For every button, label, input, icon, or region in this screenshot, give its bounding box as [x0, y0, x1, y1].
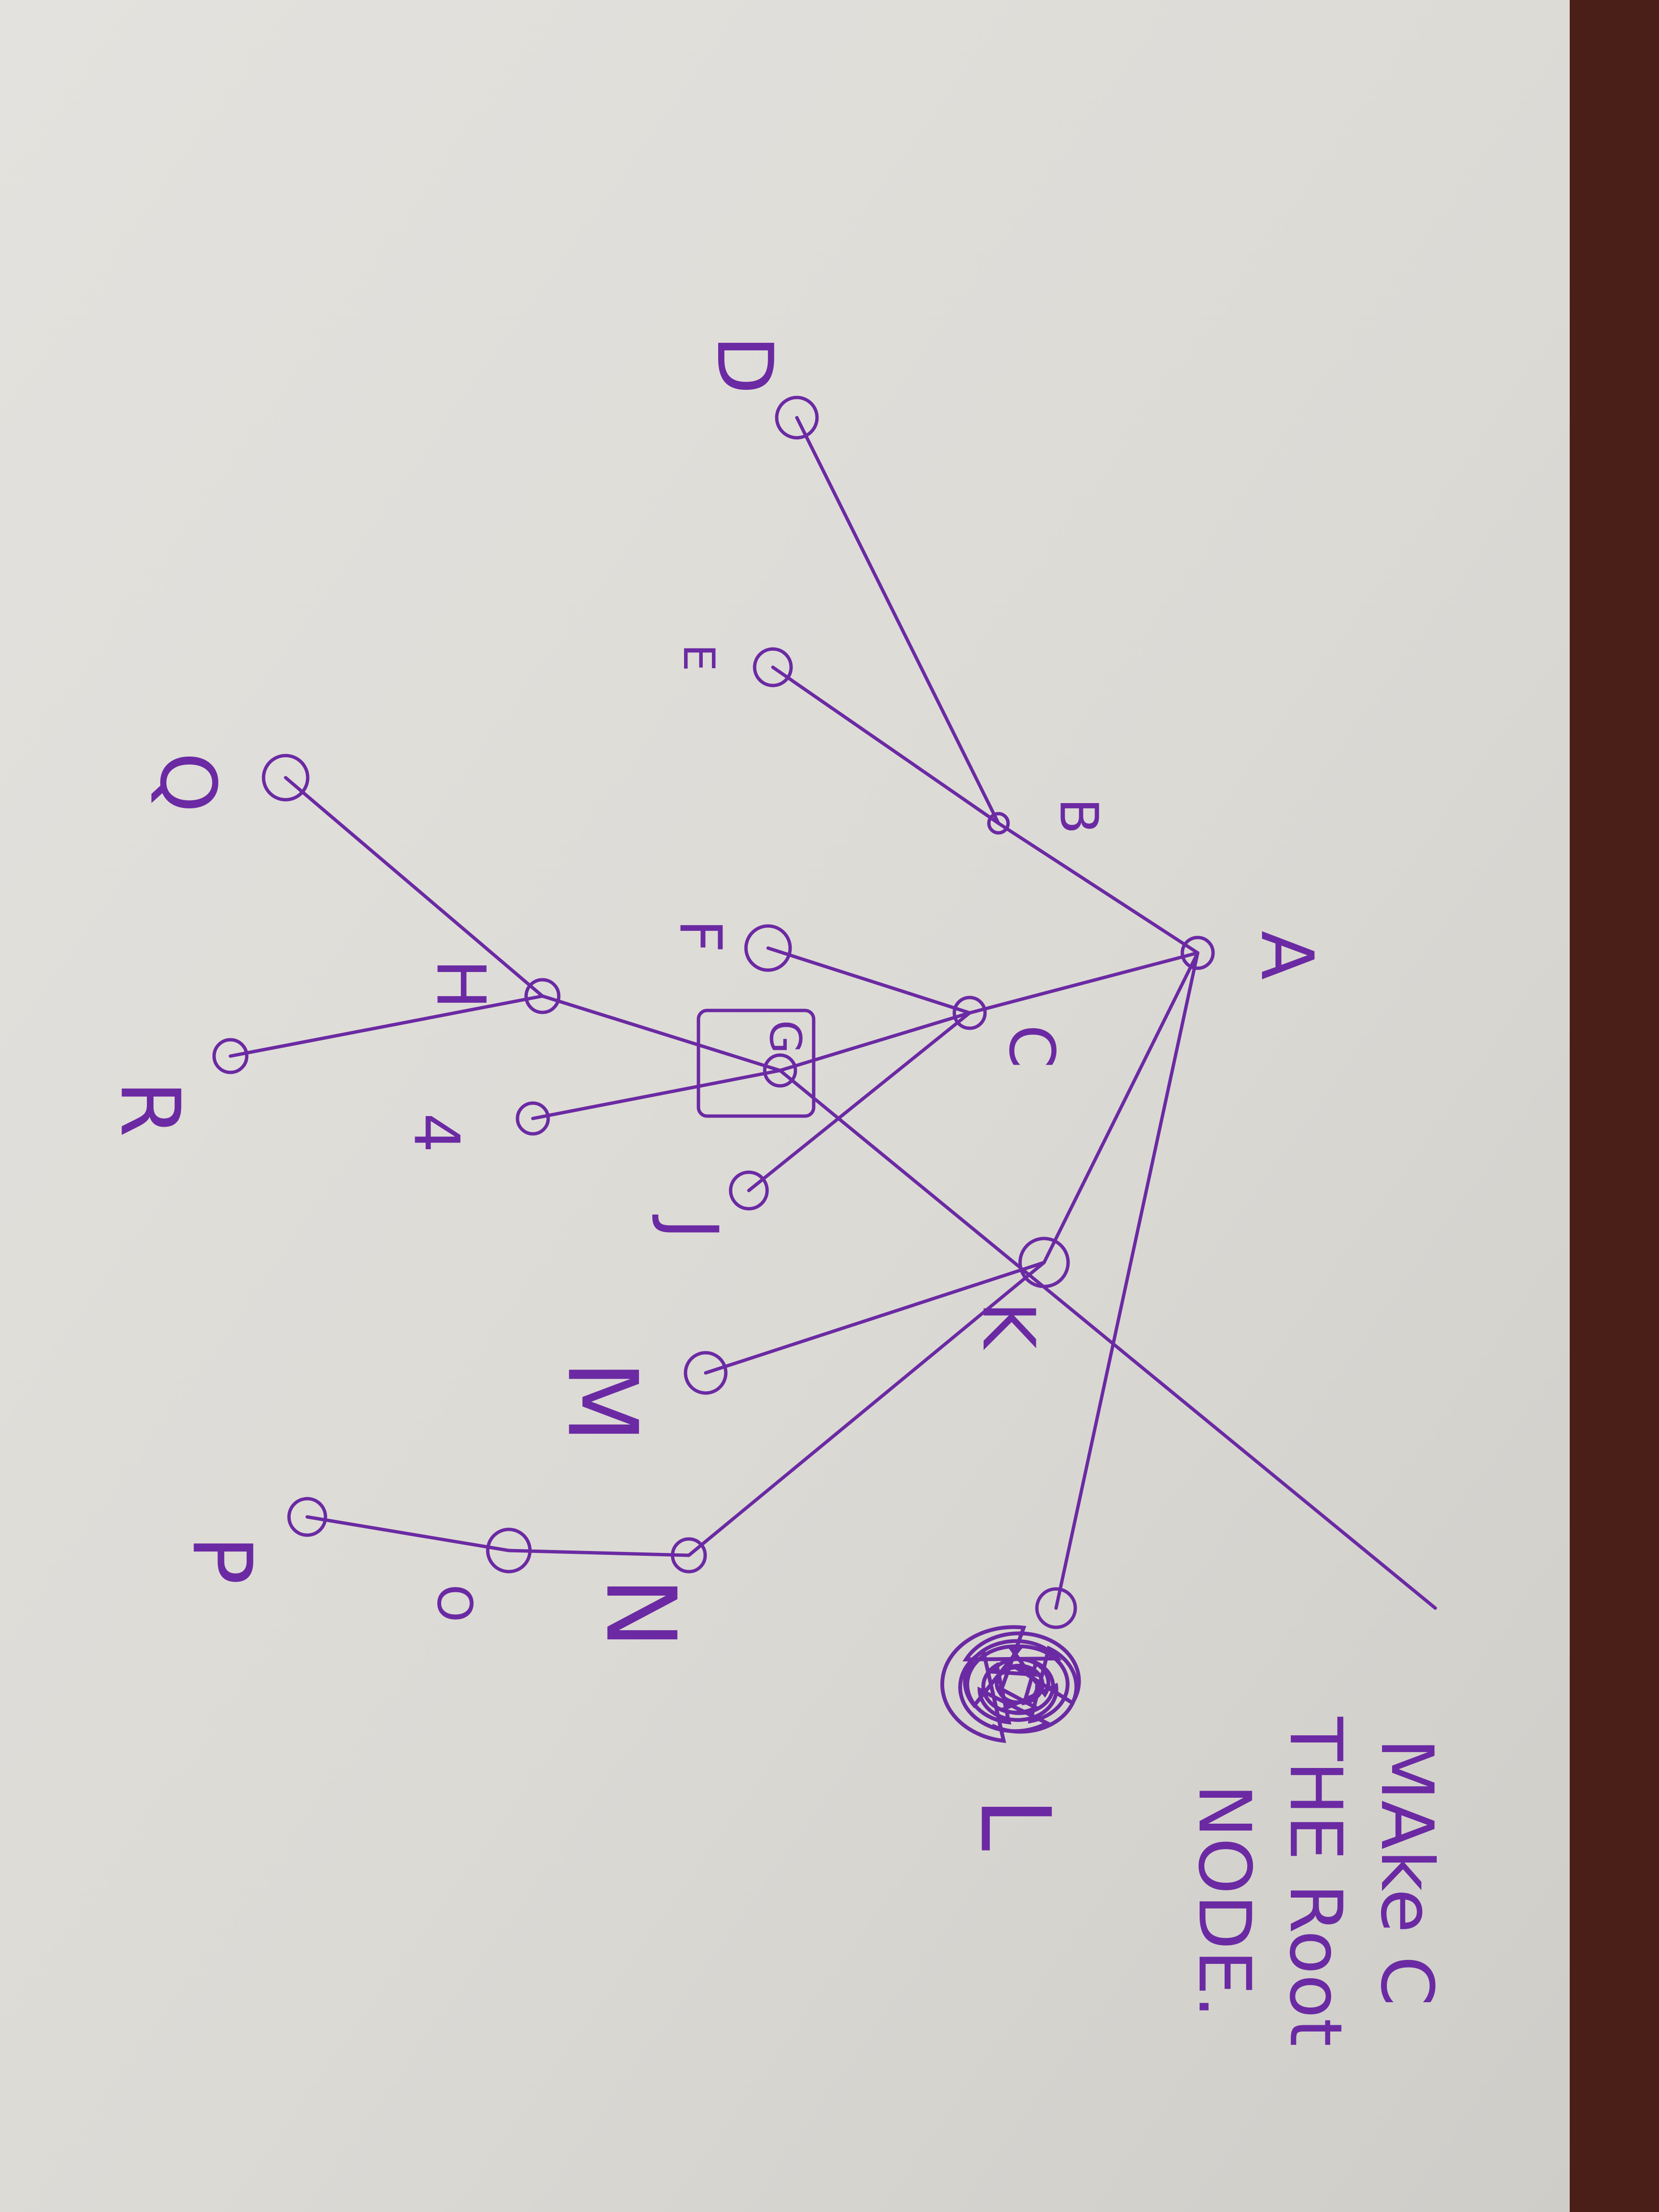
note-line-2: THE Root [1274, 1717, 1357, 2047]
node-n [671, 1537, 707, 1574]
node-i [516, 1101, 550, 1136]
node-h [524, 978, 561, 1014]
node-label-j: J [649, 1214, 733, 1239]
edge-o-p [305, 1515, 511, 1552]
node-q [262, 754, 310, 802]
node-g [763, 1053, 797, 1088]
edge-g-h [541, 994, 782, 1072]
paper-sheet [0, 0, 1570, 2212]
edge-b-d [795, 416, 1000, 825]
node-j [729, 1170, 769, 1211]
node-label-i: 4 [400, 1113, 473, 1153]
edges-layer [228, 416, 1437, 1610]
node-r [212, 1038, 249, 1074]
node-l [1035, 1587, 1077, 1629]
note-line-3: NODE. [1182, 1784, 1266, 2018]
node-label-m: M [546, 1360, 658, 1443]
edge-a-b [997, 821, 1200, 955]
edge-c-j [747, 1011, 972, 1192]
stroke-extension [778, 1069, 1437, 1610]
node-k [1018, 1237, 1070, 1288]
edge-k-m [704, 1261, 1046, 1375]
edge-a-c [968, 951, 1200, 1015]
node-label-d: D [700, 335, 790, 394]
node-label-p: P [174, 1536, 269, 1585]
desk-edge [1570, 0, 1659, 2212]
scribbled-node [940, 1625, 1081, 1743]
node-b [987, 812, 1010, 835]
node-label-o: O [427, 1585, 483, 1623]
node-label-r: R [102, 1081, 197, 1137]
node-label-n: N [584, 1577, 696, 1649]
highlight-box-g [697, 1009, 816, 1118]
node-d [775, 396, 819, 440]
edge-n-o [507, 1549, 691, 1557]
edge-h-q [284, 776, 544, 998]
edge-h-r [228, 994, 544, 1058]
node-label-k: K [966, 1301, 1050, 1350]
note-line-1: MAke C [1365, 1738, 1448, 2006]
edge-g-i [531, 1069, 782, 1120]
node-p [287, 1497, 327, 1537]
edge-b-e [771, 665, 1000, 825]
node-label-c: C [995, 1025, 1068, 1069]
node-o [486, 1527, 532, 1574]
node-e [753, 647, 793, 687]
node-label-a: A [1245, 931, 1328, 980]
node-label-l: L [959, 1797, 1070, 1851]
node-f [744, 924, 792, 972]
edge-c-f [766, 946, 972, 1015]
edge-c-g [778, 1011, 972, 1072]
node-c [952, 996, 987, 1030]
node-label-q: Q [143, 752, 233, 813]
node-a [1180, 936, 1215, 970]
node-m [684, 1351, 728, 1395]
edge-a-l [1054, 951, 1200, 1610]
node-label-e: E [673, 644, 724, 672]
node-label-b: B [1048, 798, 1110, 834]
node-label-g: G [760, 1020, 810, 1054]
node-label-h: H [421, 959, 499, 1009]
edge-k-n [687, 1261, 1046, 1557]
edge-a-k [1042, 951, 1200, 1264]
node-label-f: F [666, 919, 733, 952]
labels-layer: A B C D E F G H 4J K M N O P Q R L [102, 335, 1328, 1851]
nodes-layer [212, 396, 1215, 1743]
